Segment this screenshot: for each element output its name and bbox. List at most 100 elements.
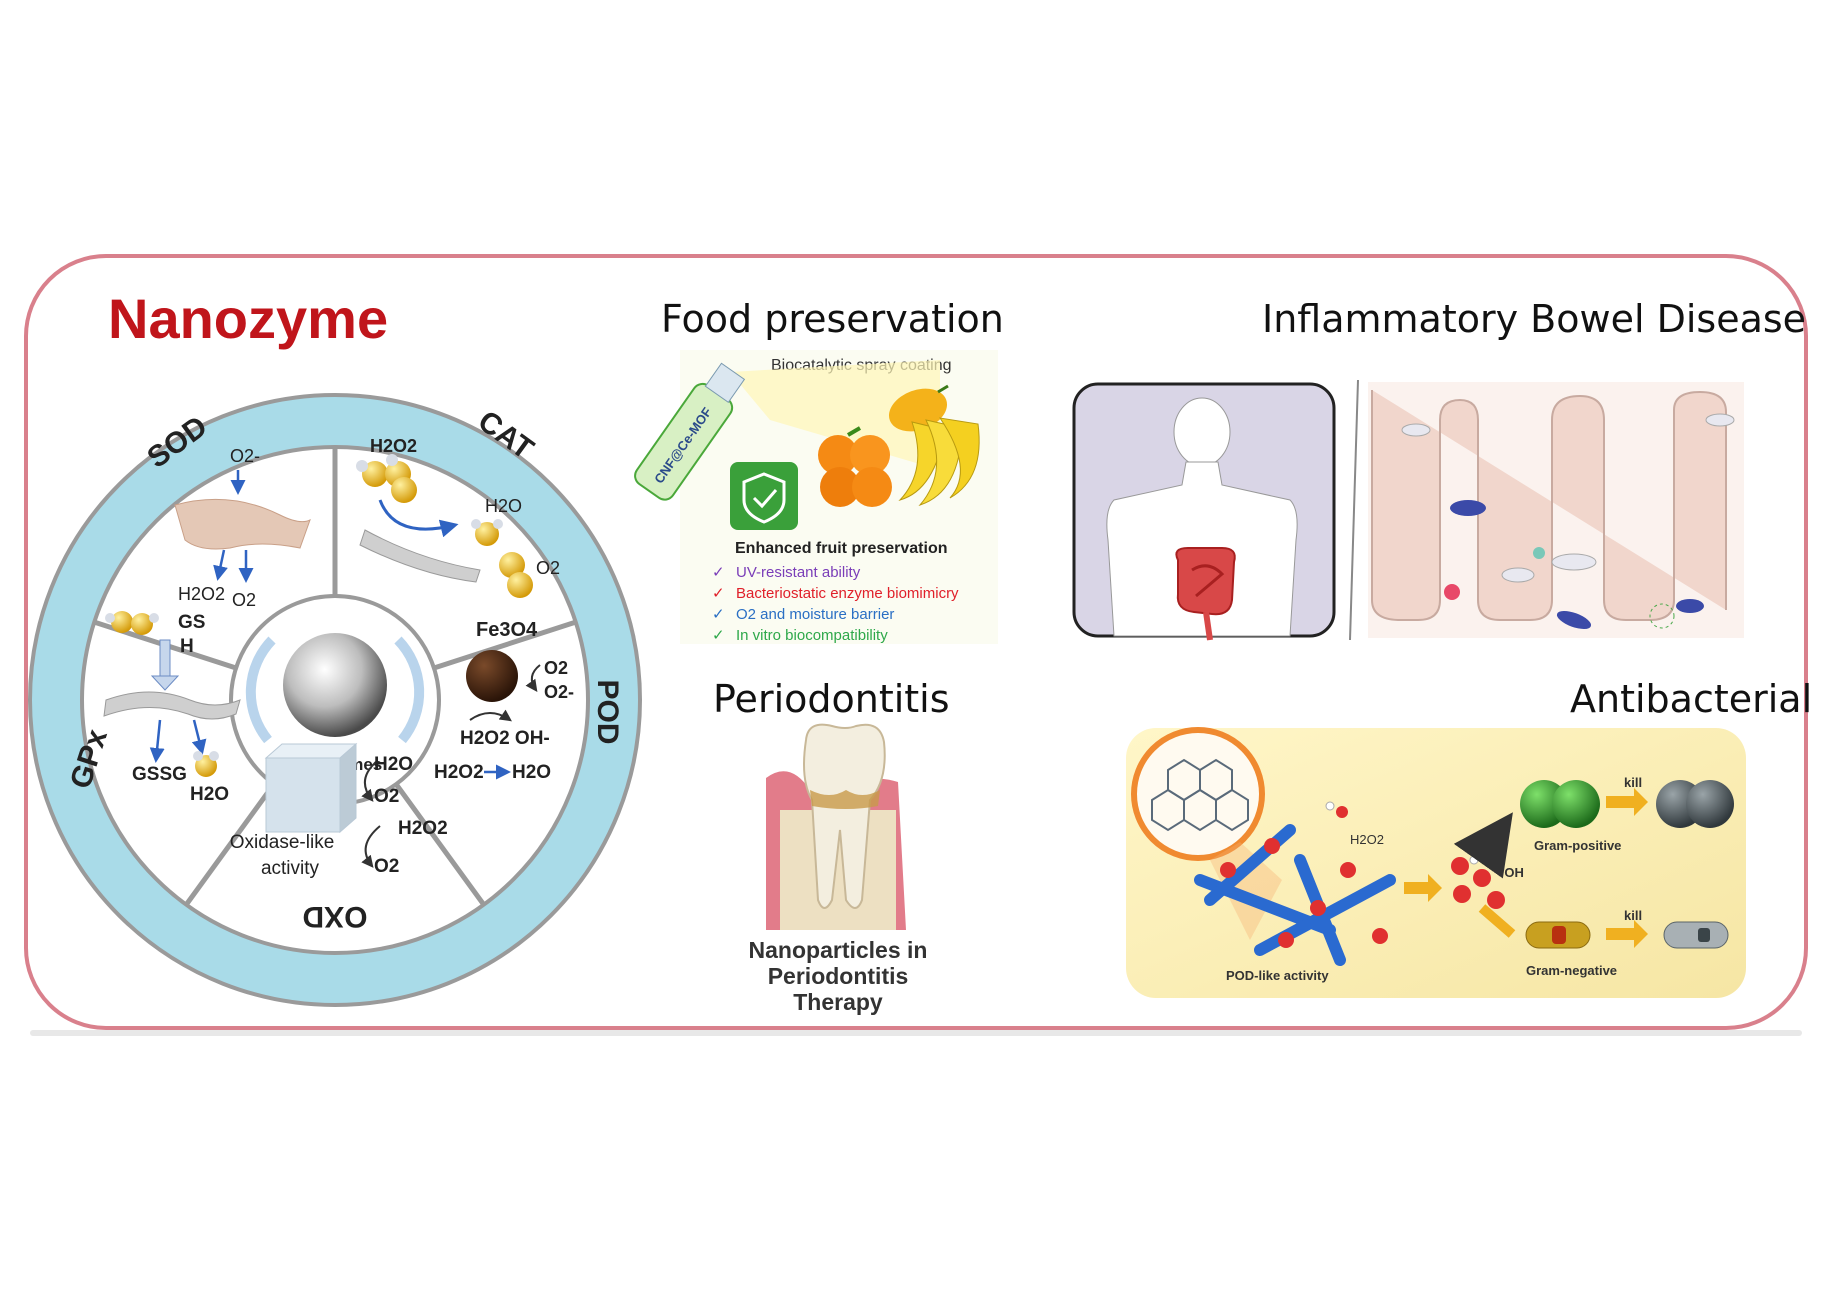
sod-product-1: H2O2 xyxy=(178,584,225,604)
ring-label-pod: POD xyxy=(591,679,624,744)
gpx-sheet xyxy=(103,691,241,720)
kill-arrow-1 xyxy=(1606,788,1648,816)
ibd-panel xyxy=(1072,379,1744,641)
anti-kill-2: kill xyxy=(1624,908,1642,923)
sod-arrow-out-1 xyxy=(213,549,228,581)
cat-product-1: H2O xyxy=(485,496,522,516)
tooth-icon xyxy=(803,723,886,909)
pod-material: Fe3O4 xyxy=(476,619,538,641)
oranges-icon xyxy=(818,426,892,507)
arrow-to-radicals xyxy=(1404,874,1442,902)
cat-product-2: O2 xyxy=(536,558,560,578)
oxd-h2o: H2O xyxy=(374,754,413,775)
perio-caption-3: Therapy xyxy=(793,989,883,1015)
gpx-down-arrow xyxy=(159,639,171,677)
oxd-caption-2: activity xyxy=(261,858,320,879)
spoke-pod-oxd xyxy=(393,782,487,907)
center-cycle-arrow-right xyxy=(394,636,425,744)
pod-arrow-o2 xyxy=(525,664,541,692)
antibacterial-panel: H2O2 ·OH kill Gram-positive kill xyxy=(1126,727,1746,998)
anti-gram-negative: Gram-negative xyxy=(1526,963,1617,978)
gram-positive-dead xyxy=(1656,780,1734,828)
oxd-arrow-1 xyxy=(361,761,377,802)
pod-reaction-2-right: H2O xyxy=(512,762,551,783)
perio-caption-1: Nanoparticles in xyxy=(749,937,928,963)
inflamed-intestine-icon xyxy=(1175,547,1236,641)
food-bullet-1: UV-resistant ability xyxy=(736,564,861,581)
oxd-caption-1: Oxidase-like xyxy=(230,832,335,853)
mango-icon xyxy=(888,384,949,432)
shield-icon xyxy=(730,462,798,530)
spray-mist xyxy=(730,360,940,470)
cat-curved-sheet xyxy=(359,529,481,583)
antibacterial-title: Antibacterial xyxy=(1570,677,1812,721)
arrow-up xyxy=(1453,812,1513,879)
arrow-down xyxy=(1478,904,1516,938)
perio-caption-2: Periodontitis xyxy=(768,963,909,989)
tooth-illustration xyxy=(766,723,906,930)
cat-reaction-arrow xyxy=(378,499,459,538)
sector-gpx: GS H GSSG H2O xyxy=(103,611,241,805)
food-bullet-3: O2 and moisture barrier xyxy=(736,606,894,623)
gpx-gs: GS xyxy=(178,612,205,633)
mof-framework xyxy=(1194,824,1396,966)
kill-arrow-2 xyxy=(1606,920,1648,948)
sod-product-2: O2 xyxy=(232,590,256,610)
sector-sod: O2- H2O2 O2 xyxy=(174,446,311,610)
spoke-oxd-gpx xyxy=(183,782,277,907)
h2o2-molecule xyxy=(356,454,417,503)
anti-pod-like: POD-like activity xyxy=(1226,968,1329,983)
check-icon: ✓ xyxy=(712,564,725,581)
pod-o2: O2 xyxy=(544,658,568,678)
check-icon: ✓ xyxy=(712,627,725,644)
bananas-icon xyxy=(898,417,980,507)
sector-pod: Fe3O4 O2 O2- H2O2 OH- H2O2 H2O xyxy=(434,619,574,783)
anti-kill-1: kill xyxy=(1624,775,1642,790)
spoke-cat-pod xyxy=(433,619,577,671)
ring-label-oxd: OXD xyxy=(302,900,367,933)
nanozyme-sphere xyxy=(283,633,387,737)
plaque xyxy=(810,790,880,809)
anti-gram-positive: Gram-positive xyxy=(1534,838,1621,853)
sector-oxd: H2O O2 H2O2 O2 Oxidase-like activity xyxy=(230,742,448,879)
check-icon: ✓ xyxy=(712,585,725,602)
frame-shadow xyxy=(30,1030,1802,1036)
gram-negative-dead xyxy=(1663,921,1729,949)
gpx-h: H xyxy=(180,636,194,657)
gram-negative-live xyxy=(1525,921,1591,949)
pod-reaction-1: H2O2 OH- xyxy=(460,728,550,749)
main-title: Nanozyme xyxy=(108,287,388,350)
sector-cat: H2O2 H2O O2 xyxy=(356,436,560,598)
anti-oh: ·OH xyxy=(1500,865,1524,880)
pod-o2-radical: O2- xyxy=(544,682,574,702)
sod-reactant: O2- xyxy=(230,446,260,466)
food-heading: Enhanced fruit preservation xyxy=(735,540,948,557)
perio-title: Periodontitis xyxy=(713,677,950,721)
pod-reaction-2-left: H2O2 xyxy=(434,762,484,783)
gram-positive-live xyxy=(1520,780,1600,828)
food-panel: Biocatalytic spray coating CNF@Ce-MOF xyxy=(634,350,998,644)
food-bullet-2: Bacteriostatic enzyme biomimicry xyxy=(736,585,959,602)
center-cycle-arrow-left xyxy=(245,636,276,744)
oxd-h2o2: H2O2 xyxy=(398,818,448,839)
gpx-h2o: H2O xyxy=(190,784,229,805)
ibd-divider xyxy=(1349,379,1359,641)
check-icon: ✓ xyxy=(712,606,725,623)
fe3o4-particle xyxy=(466,650,518,702)
food-bullets: ✓ UV-resistant ability ✓ Bacteriostatic … xyxy=(712,564,959,644)
gpx-arrow-1 xyxy=(149,719,165,763)
oxd-cube xyxy=(265,757,341,833)
food-bullet-4: In vitro biocompatibility xyxy=(736,627,888,644)
gpx-arrow-2 xyxy=(191,719,207,755)
gpx-gssg: GSSG xyxy=(132,764,187,785)
food-title: Food preservation xyxy=(661,297,1004,341)
oxd-o2-top: O2 xyxy=(374,786,399,807)
bacteria-icons xyxy=(1401,413,1735,630)
oxd-arrow-2 xyxy=(361,825,381,868)
graphene-sheet xyxy=(174,498,311,550)
intestinal-villi xyxy=(1371,390,1727,621)
nanozyme-wheel: SOD CAT POD OXD GPx Nanozymes O2- H2O2 O… xyxy=(28,393,642,1007)
ibd-title: Inflammatory Bowel Disease xyxy=(1262,297,1806,341)
pod-arrow-oh xyxy=(469,709,512,722)
